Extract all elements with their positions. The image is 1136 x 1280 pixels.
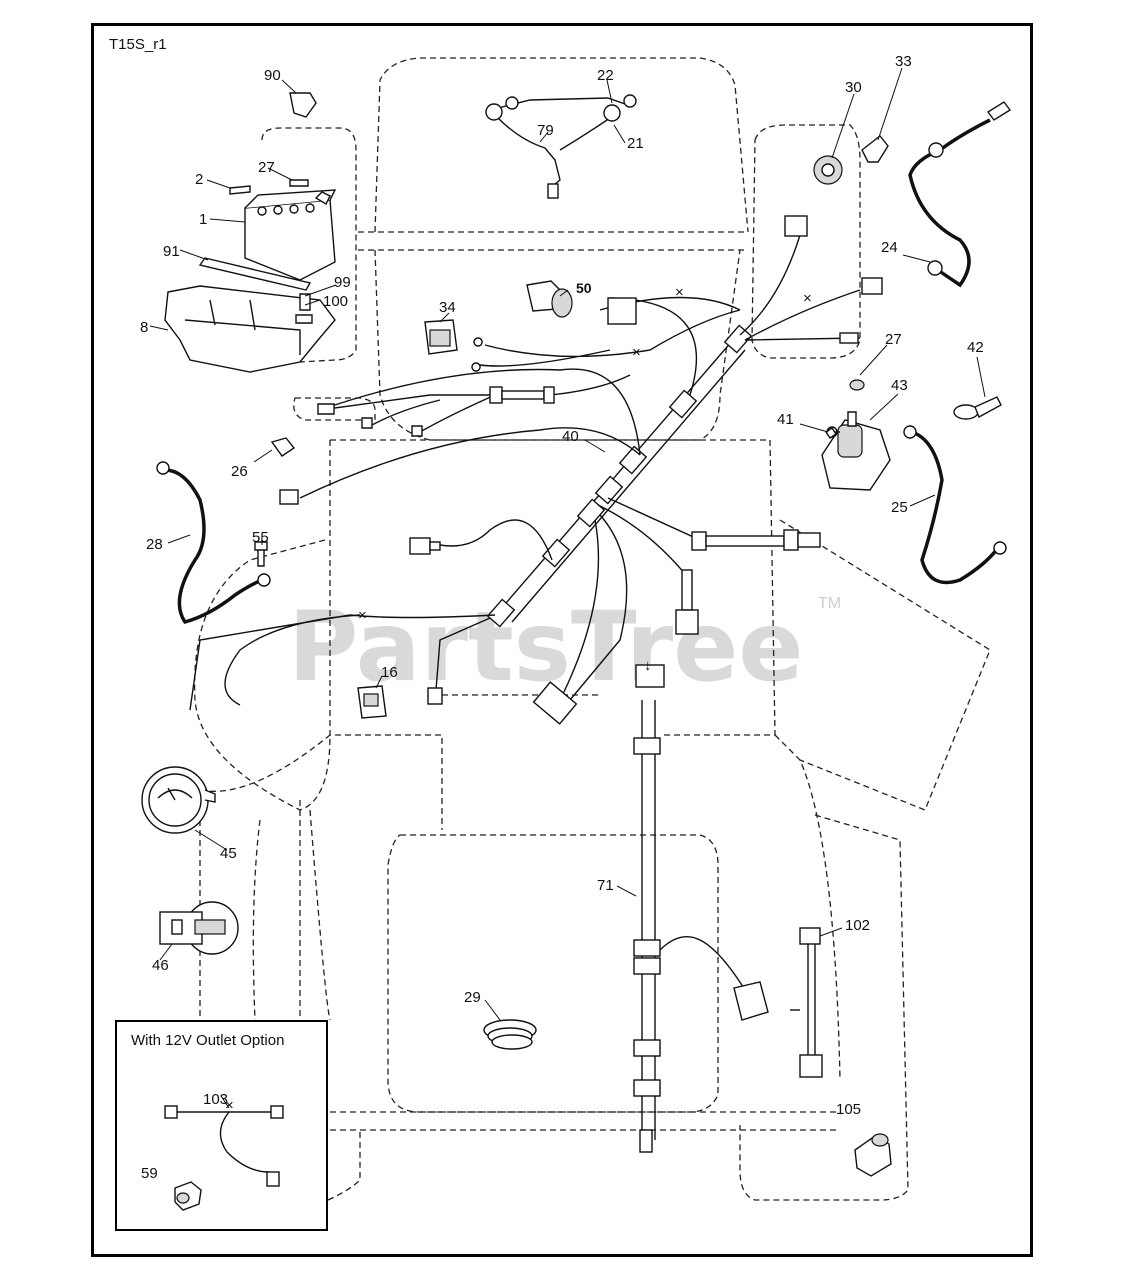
svg-text:↓: ↓ (644, 657, 652, 674)
main-harness: × × × × (189, 215, 883, 725)
diagram-code: T15S_r1 (109, 36, 167, 53)
callout-26: 26 (231, 463, 248, 480)
callout-45: 45 (220, 845, 237, 862)
watermark: PartsTree (288, 591, 803, 703)
callout-105: 105 (836, 1101, 861, 1118)
callout-71: 71 (597, 877, 614, 894)
harness-102 (790, 927, 823, 1078)
callout-2: 2 (195, 171, 203, 188)
solenoid-43 (821, 411, 891, 491)
callout-59: 59 (141, 1165, 158, 1182)
bolt-41 (825, 427, 837, 439)
callout-30: 30 (845, 79, 862, 96)
battery-cable-24 (908, 101, 1012, 288)
callout-1: 1 (199, 211, 207, 228)
hour-meter-46 (159, 901, 239, 955)
callout-102: 102 (845, 917, 870, 934)
callout-40: 40 (562, 428, 579, 445)
inset-title: With 12V Outlet Option (131, 1032, 285, 1049)
callout-41: 41 (777, 411, 794, 428)
callout-25: 25 (891, 499, 908, 516)
callout-21: 21 (627, 135, 644, 152)
callout-22: 22 (597, 67, 614, 84)
callout-8: 8 (140, 319, 148, 336)
ignition-switch (813, 135, 889, 185)
battery-assembly (164, 92, 337, 373)
svg-text:×: × (632, 344, 641, 361)
callout-90: 90 (264, 67, 281, 84)
callout-91: 91 (163, 243, 180, 260)
relay-34 (424, 319, 458, 355)
callout-labels: 90 2 27 1 91 99 100 8 22 79 21 30 33 24 … (140, 53, 984, 1118)
outlet-option-inset: With 12V Outlet Option × 103 59 (115, 1020, 328, 1231)
cable-25 (903, 425, 1007, 585)
callout-28: 28 (146, 536, 163, 553)
tractor-outline (193, 57, 991, 1201)
callout-55: 55 (252, 529, 269, 546)
switch-16 (357, 685, 387, 719)
svg-text:×: × (803, 290, 812, 307)
switch-105 (854, 1133, 892, 1177)
callout-100: 100 (323, 293, 348, 310)
callout-27-right: 27 (885, 331, 902, 348)
svg-text:×: × (225, 1097, 234, 1114)
callout-50: 50 (576, 280, 592, 296)
harness-71: ↓ (633, 657, 769, 1153)
outlet-harness: × 103 59 (141, 1091, 284, 1211)
cable-28 (156, 461, 271, 625)
callout-29: 29 (464, 989, 481, 1006)
callout-79: 79 (537, 122, 554, 139)
pto-switch (526, 280, 573, 318)
callout-16: 16 (381, 664, 398, 681)
svg-text:×: × (675, 284, 684, 301)
headlight-harness (485, 94, 637, 199)
callout-34: 34 (439, 299, 456, 316)
terminal-42 (953, 396, 1002, 420)
callout-43: 43 (891, 377, 908, 394)
callout-27-top: 27 (258, 159, 275, 176)
bolt-55 (254, 541, 268, 567)
callout-24: 24 (881, 239, 898, 256)
nut-27 (849, 379, 865, 391)
watermark-tm: TM (818, 595, 841, 612)
callout-99: 99 (334, 274, 351, 291)
callout-42: 42 (967, 339, 984, 356)
tie-bundle-29 (483, 1019, 537, 1050)
callout-103: 103 (203, 1091, 228, 1108)
callout-46: 46 (152, 957, 169, 974)
gauge-45 (141, 766, 216, 834)
svg-text:×: × (358, 607, 367, 624)
callout-33: 33 (895, 53, 912, 70)
clip-26 (270, 437, 296, 457)
